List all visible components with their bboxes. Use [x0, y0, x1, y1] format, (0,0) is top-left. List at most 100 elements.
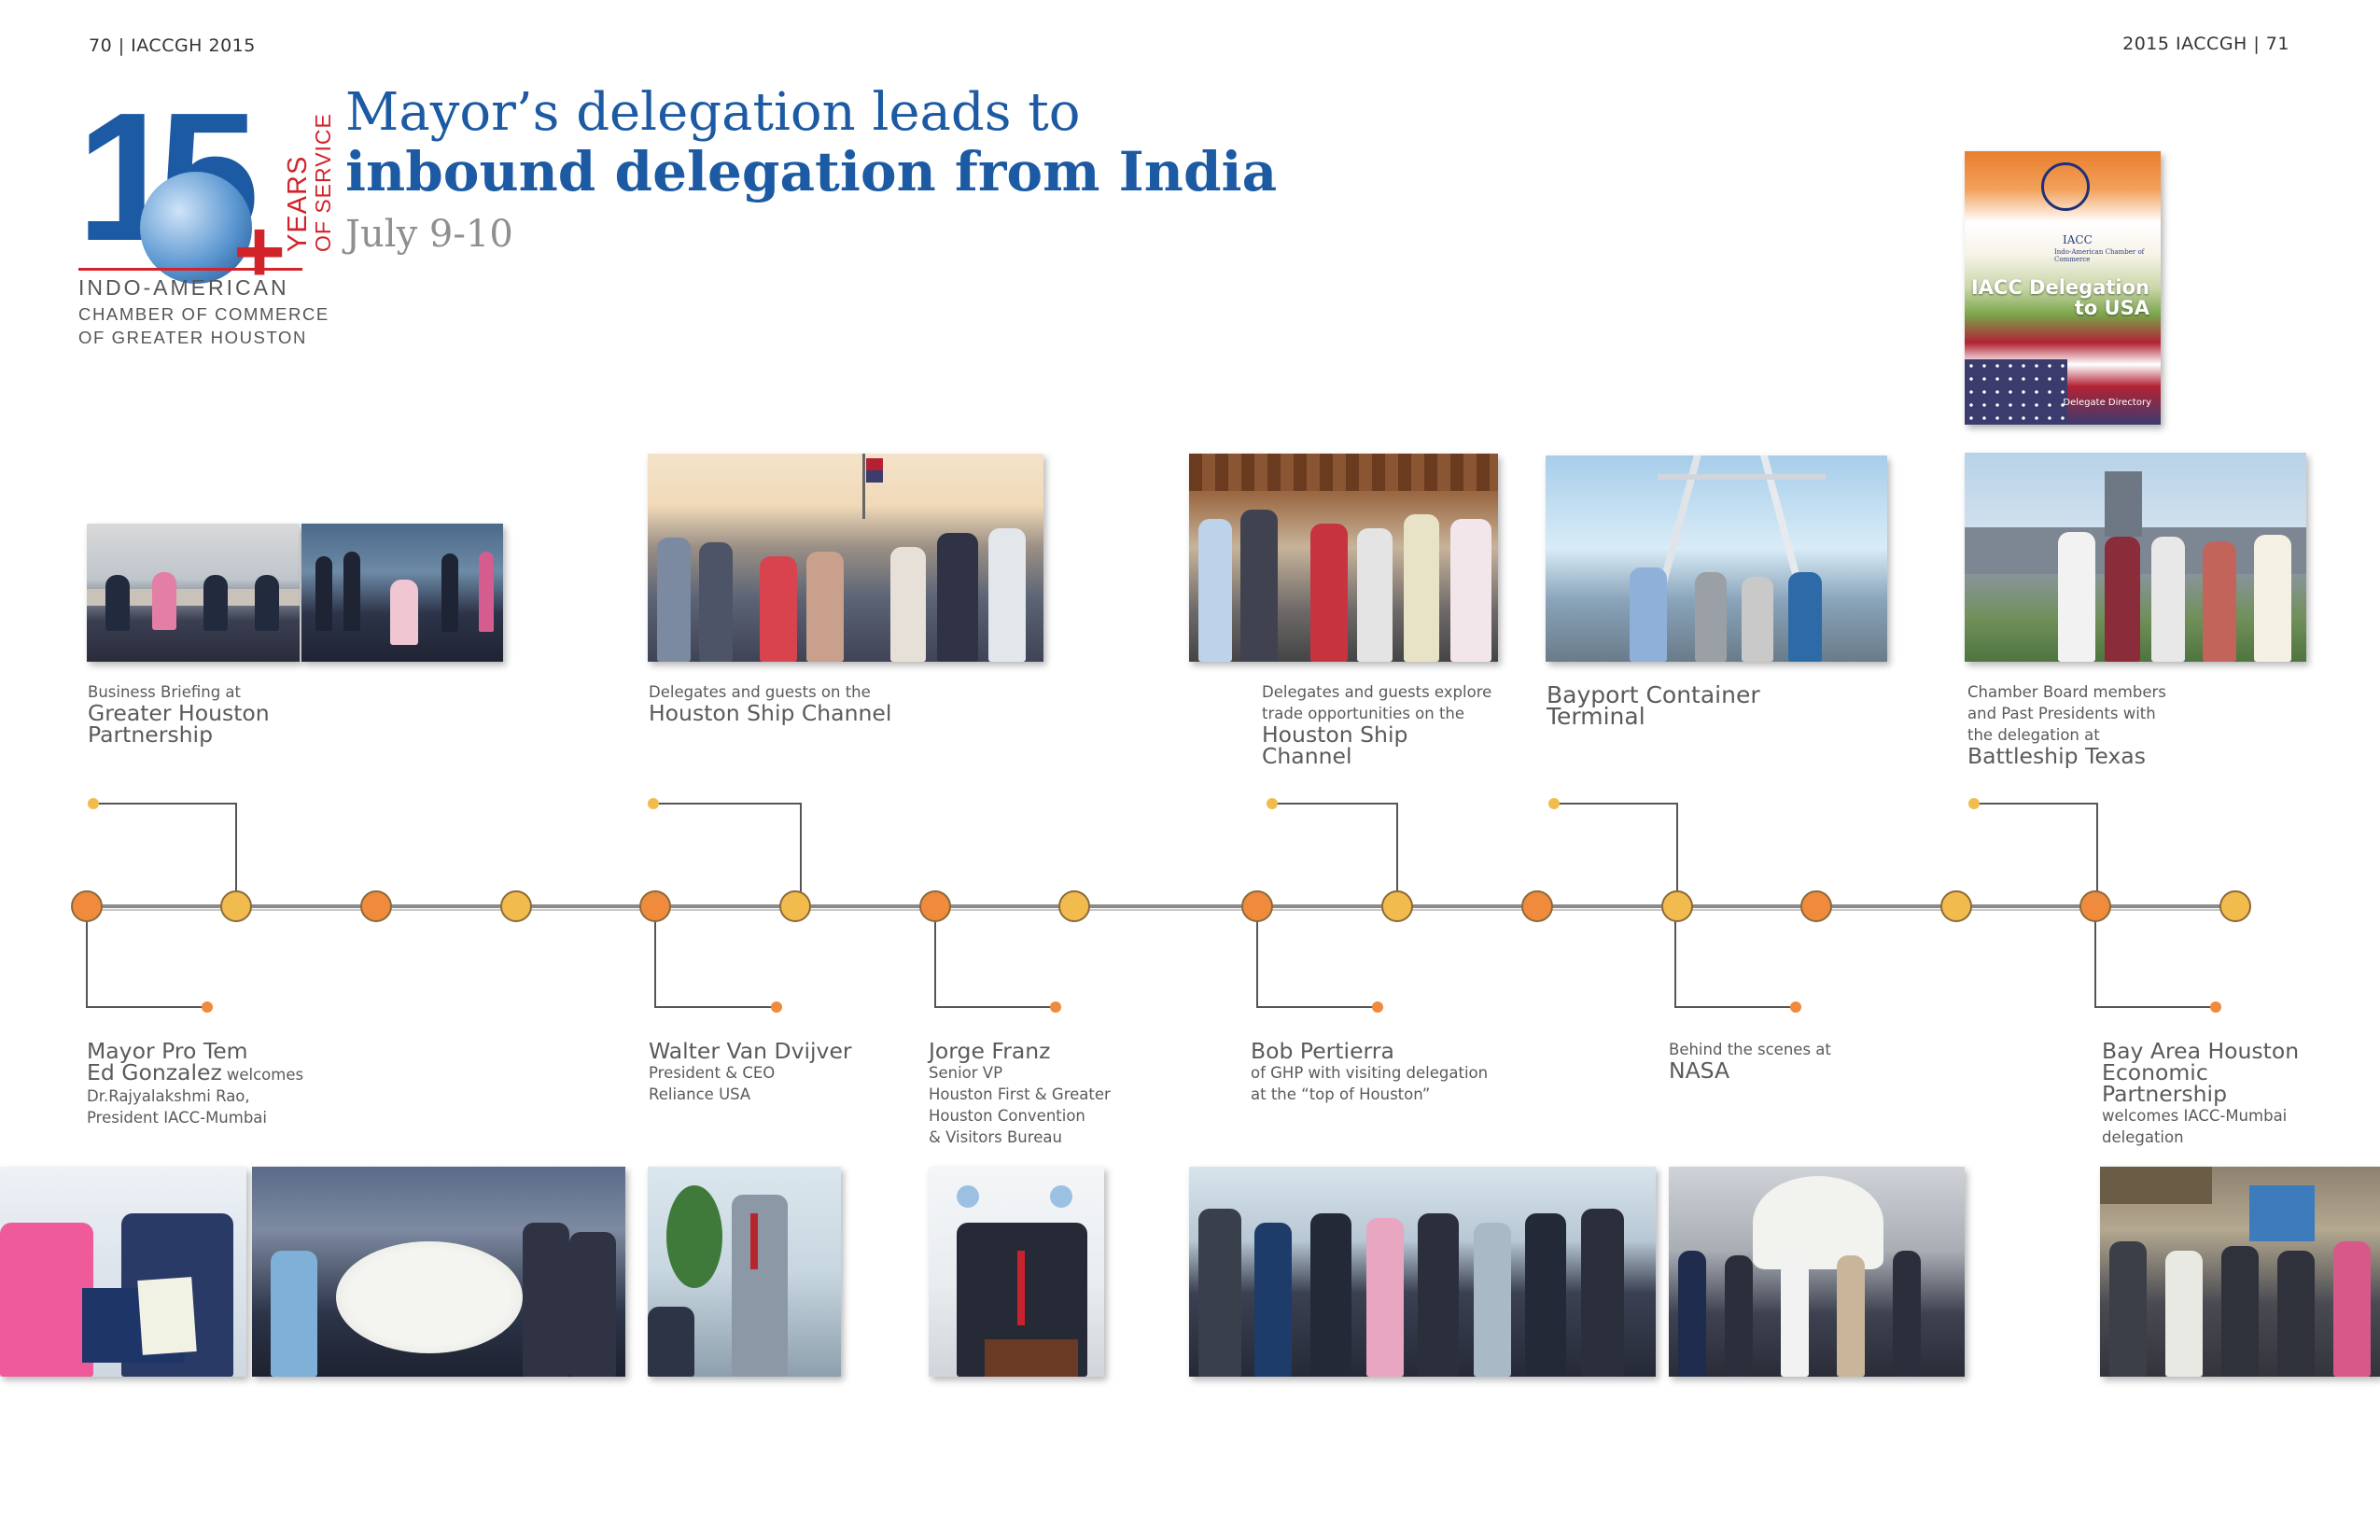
logo-org-line1: INDO-AMERICAN	[78, 275, 289, 300]
connector	[2094, 906, 2216, 1008]
caption-heading: Ed Gonzalez	[87, 1059, 222, 1085]
timeline-node	[1800, 890, 1832, 922]
caption-battleship: Chamber Board members and Past President…	[1967, 681, 2166, 767]
booklet-org-sub: Indo-American Chamber of Commerce	[2054, 248, 2145, 263]
caption-text: welcomes	[226, 1066, 304, 1084]
caption-text: Senior VP	[929, 1064, 1003, 1082]
connector	[93, 803, 237, 906]
timeline-node	[500, 890, 532, 922]
timeline-node	[779, 890, 811, 922]
us-flag-stars	[1965, 359, 2067, 425]
caption-heading: NASA	[1669, 1057, 1730, 1084]
timeline-node	[1661, 890, 1693, 922]
connector-pin	[648, 798, 659, 809]
iaccgh-logo: 15 + YEARS OF SERVICE INDO-AMERICAN CHAM…	[77, 86, 335, 357]
svg-text:OF SERVICE: OF SERVICE	[311, 113, 335, 252]
photo-battleship-texas	[1965, 453, 2306, 662]
photo-jorge-franz	[929, 1167, 1104, 1377]
timeline-node	[1940, 890, 1972, 922]
caption-text: & Visitors Bureau	[929, 1128, 1062, 1146]
caption-text: President IACC-Mumbai	[87, 1109, 268, 1127]
caption-text: welcomes IACC-Mumbai	[2102, 1107, 2288, 1125]
svg-text:YEARS: YEARS	[284, 156, 313, 252]
logo-org-line3: OF GREATER HOUSTON	[78, 328, 307, 347]
connector-pin	[202, 1001, 213, 1013]
photo-bob-pertierra-group	[1189, 1167, 1656, 1377]
photo-nasa-capsule	[1669, 1167, 1965, 1377]
booklet-title-line2: to USA	[2074, 297, 2149, 319]
caption-text: Delegates and guests on the	[649, 683, 871, 701]
caption-text: Houston Convention	[929, 1107, 1085, 1125]
caption-text: President & CEO	[649, 1064, 776, 1082]
connector	[653, 803, 802, 906]
timeline-pins-top	[88, 798, 1980, 809]
caption-heading: Terminal	[1547, 703, 1645, 730]
logo-years-of-service: YEARS OF SERVICE	[284, 113, 335, 252]
photo-ship-channel-group	[648, 454, 1043, 662]
caption-ship-channel: Delegates and guests on the Houston Ship…	[649, 681, 891, 724]
timeline-node	[919, 890, 951, 922]
booklet-org: IACC	[2063, 233, 2093, 246]
timeline-pins-bottom	[202, 1001, 2221, 1013]
connector-pin	[1790, 1001, 1801, 1013]
booklet-footer: Delegate Directory	[2063, 398, 2151, 408]
caption-text: at the “top of Houston”	[1251, 1085, 1431, 1103]
connector-pin	[771, 1001, 782, 1013]
connector-pin	[88, 798, 99, 809]
timeline-node	[2079, 890, 2111, 922]
connector	[86, 906, 207, 1008]
delegation-booklet-cover: IACC Indo-American Chamber of Commerce I…	[1965, 151, 2161, 425]
caption-bob: Bob Pertierra of GHP with visiting deleg…	[1251, 1040, 1488, 1105]
caption-text: Dr.Rajyalakshmi Rao,	[87, 1087, 250, 1105]
connector	[1674, 906, 1796, 1008]
caption-text: Business Briefing at	[88, 683, 241, 701]
photo-ship-channel-trade	[1189, 454, 1498, 662]
article-title-line1: Mayor’s delegation leads to	[345, 82, 1081, 143]
caption-text: and Past Presidents with	[1967, 705, 2156, 722]
caption-heading: Channel	[1262, 743, 1352, 769]
connector-pin	[1267, 798, 1278, 809]
photo-banquet-table	[252, 1167, 625, 1377]
caption-nasa: Behind the scenes at NASA	[1669, 1039, 1831, 1082]
caption-heading: Jorge Franz	[929, 1038, 1051, 1064]
connector	[934, 906, 1056, 1008]
caption-heading: Partnership	[2102, 1081, 2227, 1107]
booklet-title-line1: IACC Delegation	[1970, 276, 2149, 299]
caption-heading: Bayport Container	[1547, 681, 1760, 708]
caption-text: Houston First & Greater	[929, 1085, 1111, 1103]
caption-text: delegation	[2102, 1128, 2184, 1146]
logo-org-line2: CHAMBER OF COMMERCE	[78, 304, 329, 324]
caption-ed-gonzalez: Mayor Pro Tem Ed Gonzalez welcomes Dr.Ra…	[87, 1040, 304, 1128]
timeline-node	[360, 890, 392, 922]
caption-bayport: Bayport Container Terminal	[1547, 681, 1760, 730]
caption-business-briefing: Business Briefing at Greater Houston Par…	[88, 681, 270, 746]
booklet-title: IACC Delegation to USA	[1971, 277, 2149, 318]
caption-ship-channel-trade: Delegates and guests explore trade oppor…	[1262, 681, 1491, 767]
caption-text: Behind the scenes at	[1669, 1041, 1831, 1058]
timeline-node	[639, 890, 671, 922]
photo-business-briefing-panel	[87, 524, 300, 662]
timeline-node	[1241, 890, 1273, 922]
page-number-right: 2015 IACCGH | 71	[2122, 34, 2289, 54]
caption-heading: Walter Van Dvijver	[649, 1038, 852, 1064]
timeline-nodes	[71, 890, 2251, 922]
photo-walter-van-dvijver	[648, 1167, 841, 1377]
caption-heading: Economic	[2102, 1059, 2208, 1085]
caption-text: the delegation at	[1967, 726, 2100, 744]
photo-business-briefing-group	[301, 524, 503, 662]
connector-pin	[1968, 798, 1980, 809]
caption-heading: Battleship Texas	[1967, 743, 2146, 769]
caption-jorge: Jorge Franz Senior VP Houston First & Gr…	[929, 1038, 1111, 1148]
article-date: July 9-10	[345, 213, 513, 256]
timeline-node	[1058, 890, 1090, 922]
caption-heading: Greater Houston	[88, 700, 270, 726]
timeline-node	[1381, 890, 1413, 922]
connector	[1272, 803, 1398, 906]
caption-text: Chamber Board members	[1967, 683, 2166, 701]
caption-text: trade opportunities on the	[1262, 705, 1465, 722]
timeline-connectors-top	[93, 803, 2098, 906]
connector	[654, 906, 777, 1008]
logo-plus: +	[233, 202, 287, 301]
caption-heading: Houston Ship	[1262, 721, 1408, 748]
connector-pin	[1548, 798, 1560, 809]
